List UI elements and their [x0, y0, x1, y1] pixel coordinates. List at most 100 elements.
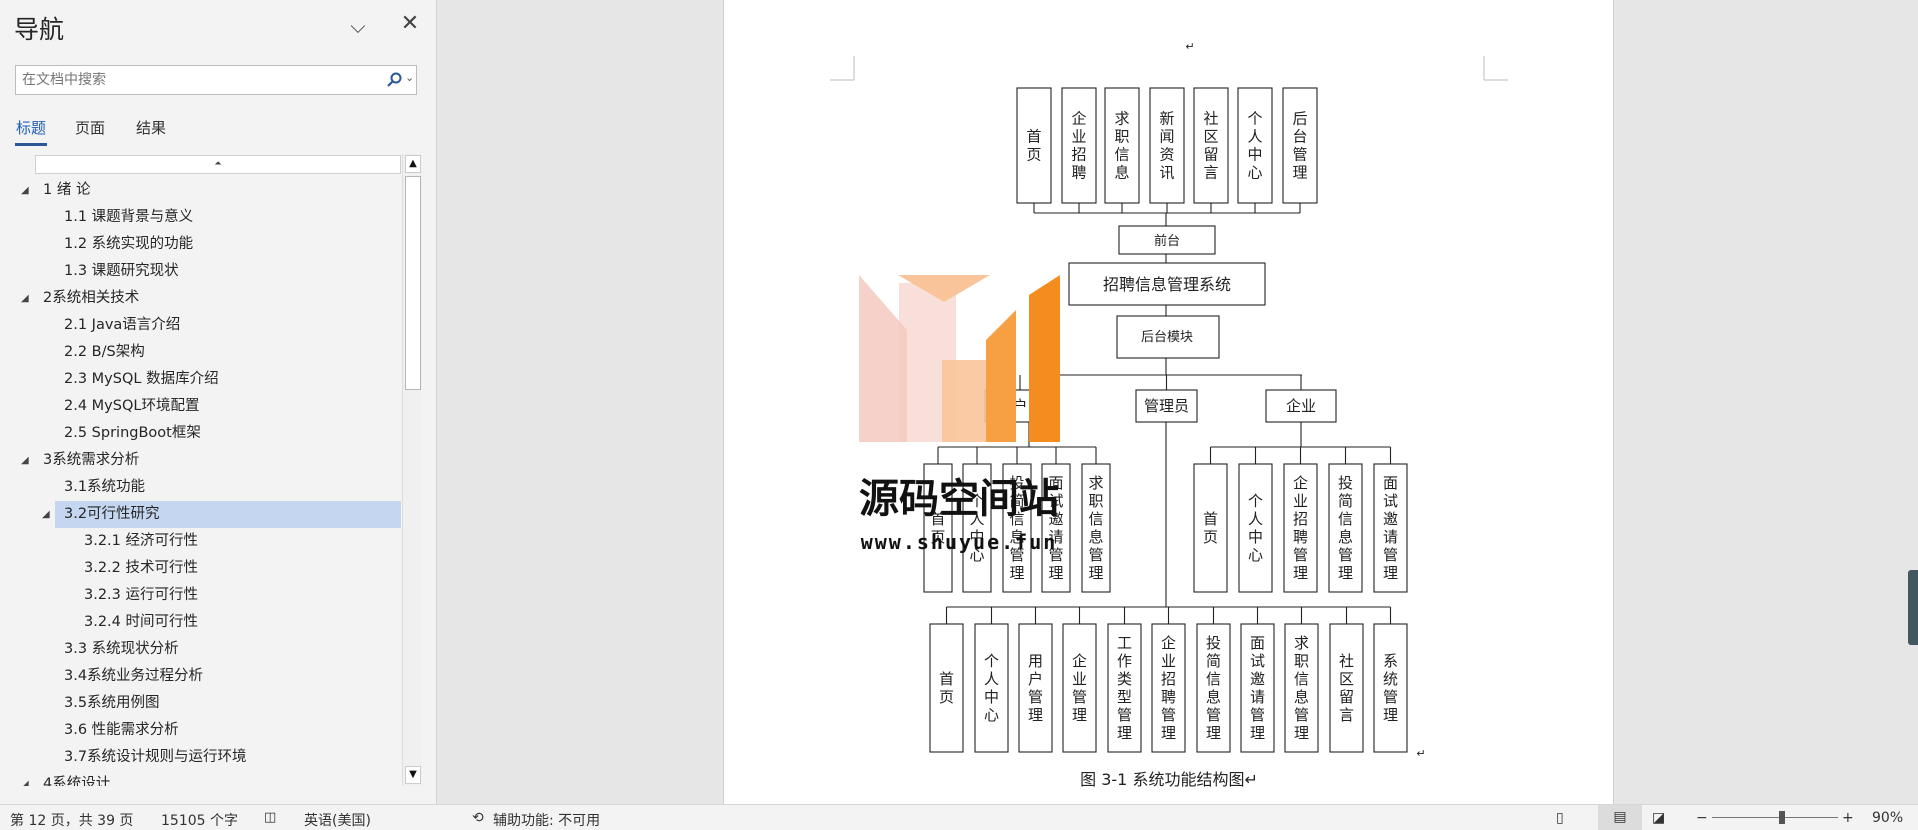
scroll-to-top-button[interactable]: ⏶ — [35, 155, 401, 174]
scroll-thumb[interactable] — [405, 176, 421, 390]
nav-heading-label: 1.1 课题背景与意义 — [64, 209, 194, 225]
nav-heading-item[interactable]: 2.3 MySQL 数据库介绍 — [15, 366, 401, 393]
nav-heading-item[interactable]: 1.3 课题研究现状 — [15, 258, 401, 285]
nav-heading-label: 3.3 系统现状分析 — [64, 641, 179, 657]
search-box[interactable]: ⌄ — [15, 65, 417, 95]
diagram-char: 管 — [1088, 546, 1103, 564]
nav-heading-item[interactable]: 3.6 性能需求分析 — [15, 717, 401, 744]
search-options-icon[interactable]: ⌄ — [405, 71, 415, 84]
proofing-icon[interactable]: ◫ — [264, 810, 277, 825]
word-count[interactable]: 15105 个字 — [161, 813, 238, 829]
diagram-char: 页 — [930, 528, 945, 546]
diagram-char: 个 — [1248, 492, 1263, 510]
diagram-char: 户 — [1028, 670, 1043, 688]
nav-heading-item[interactable]: 3.2.1 经济可行性 — [15, 528, 401, 555]
nav-heading-item[interactable]: 3.7系统设计规则与运行环境 — [15, 744, 401, 771]
nav-heading-item[interactable]: 3.3 系统现状分析 — [15, 636, 401, 663]
diagram-char: 管 — [1117, 706, 1132, 724]
diagram-char: 面 — [1048, 474, 1063, 492]
diagram-char: 个 — [984, 652, 999, 670]
admin-item-box — [929, 623, 964, 753]
nav-heading-item[interactable]: 3.2.2 技术可行性 — [15, 555, 401, 582]
print-layout-icon[interactable]: ▤ — [1598, 805, 1642, 830]
page-count[interactable]: 第 12 页，共 39 页 — [10, 813, 134, 829]
diagram-char: 信 — [1009, 510, 1024, 528]
nav-heading-item[interactable]: ◢ 2系统相关技术 — [15, 285, 401, 312]
nav-heading-item[interactable]: 3.5系统用例图 — [15, 690, 401, 717]
language[interactable]: 英语(美国) — [304, 813, 371, 829]
diagram-char: 中 — [984, 688, 999, 706]
nav-heading-item[interactable]: ◢3.2可行性研究 — [42, 501, 401, 528]
expand-collapse-icon[interactable]: ◢ — [21, 455, 29, 466]
nav-heading-item[interactable]: ◢3系统需求分析 — [15, 447, 401, 474]
diagram-char: 社 — [1339, 652, 1354, 670]
scroll-up-icon[interactable]: ▲ — [405, 155, 421, 173]
expand-collapse-icon[interactable]: ◢ — [21, 185, 29, 196]
nav-heading-item[interactable]: 2.2 B/S架构 — [15, 339, 401, 366]
nav-heading-item[interactable]: 1.1 课题背景与意义 — [15, 204, 401, 231]
diagram-char: 首 — [930, 510, 945, 528]
diagram-char: 理 — [1292, 164, 1307, 182]
accessibility-status[interactable]: 辅助功能: 不可用 — [493, 813, 601, 829]
diagram-char: 型 — [1117, 688, 1132, 706]
diagram-char: 理 — [1338, 564, 1353, 582]
zoom-in-icon[interactable]: + — [1842, 810, 1854, 826]
tab-headings[interactable]: 标题 — [16, 119, 47, 137]
scroll-down-icon[interactable]: ▼ — [405, 766, 421, 784]
nav-heading-item[interactable]: 2.1 Java语言介绍 — [15, 312, 401, 339]
expand-collapse-icon[interactable]: ◢ — [42, 509, 50, 520]
tab-results[interactable]: 结果 — [136, 119, 167, 137]
search-input[interactable] — [22, 69, 372, 91]
close-icon[interactable]: ✕ — [400, 11, 420, 36]
watermark-logo-shape — [859, 275, 907, 442]
diagram-char: 试 — [1048, 492, 1063, 510]
nav-heading-item[interactable]: 3.2.3 运行可行性 — [15, 582, 401, 609]
tab-pages[interactable]: 页面 — [75, 119, 106, 137]
nav-heading-label: 4系统设计 — [43, 776, 111, 786]
zoom-out-icon[interactable]: − — [1696, 810, 1708, 826]
zoom-slider[interactable] — [1712, 817, 1838, 818]
user-item-box — [1081, 463, 1111, 593]
web-layout-icon[interactable]: ◪ — [1652, 810, 1666, 826]
diagram-char: 资 — [1159, 146, 1174, 164]
search-icon[interactable] — [384, 71, 404, 89]
function-structure-diagram: ↵首页企业招聘求职信息新闻资讯社区留言个人中心后台管理前台招聘信息管理系统后台模… — [830, 40, 1508, 789]
diagram-char: 业 — [1293, 492, 1308, 510]
watermark-logo-shape — [1029, 275, 1060, 442]
admin-item-box — [1196, 623, 1231, 753]
diagram-char: 系 — [1383, 652, 1398, 670]
diagram-char: 首 — [1203, 510, 1218, 528]
diagram-char: 心 — [1247, 164, 1262, 182]
nav-heading-item[interactable]: ◢1 绪 论 — [15, 177, 401, 204]
nav-heading-item[interactable]: ◢ 4系统设计 — [15, 771, 401, 786]
nav-heading-item[interactable]: 3.4系统业务过程分析 — [15, 663, 401, 690]
nav-heading-item[interactable]: 3.1系统功能 — [15, 474, 401, 501]
backend-label: 后台模块 — [1141, 330, 1193, 345]
nav-heading-item[interactable]: 2.5 SpringBoot框架 — [15, 420, 401, 447]
user-item-box — [1002, 463, 1032, 593]
zoom-level[interactable]: 90% — [1872, 810, 1904, 826]
read-mode-icon[interactable]: ▯ — [1556, 810, 1564, 826]
status-bar: 第 12 页，共 39 页 15105 个字 ◫ 英语(美国) ⟲ 辅助功能: … — [0, 804, 1918, 830]
diagram-char: 管 — [1250, 706, 1265, 724]
side-panel-handle[interactable] — [1908, 570, 1918, 645]
diagram-char: 理 — [1088, 564, 1103, 582]
expand-collapse-icon[interactable]: ◢ — [21, 293, 29, 304]
watermark-url: www.shuyue.fun — [861, 530, 1058, 554]
diagram-char: 管 — [1161, 706, 1176, 724]
zoom-slider-thumb[interactable] — [1778, 811, 1785, 824]
chevron-down-icon[interactable]: ⌵ — [350, 14, 366, 38]
nav-scrollbar[interactable]: ▲ ▼ — [402, 154, 422, 786]
expand-collapse-icon[interactable]: ◢ — [21, 779, 29, 786]
diagram-char: 企 — [1293, 474, 1308, 492]
nav-heading-label: 3.1系统功能 — [64, 479, 146, 495]
nav-heading-label: 3.2.3 运行可行性 — [84, 587, 199, 603]
nav-heading-item[interactable]: 2.4 MySQL环境配置 — [15, 393, 401, 420]
nav-heading-label: 2.5 SpringBoot框架 — [64, 425, 201, 441]
nav-heading-item[interactable]: 3.2.4 时间可行性 — [15, 609, 401, 636]
diagram-char: 管 — [1383, 688, 1398, 706]
nav-heading-item[interactable]: 1.2 系统实现的功能 — [15, 231, 401, 258]
nav-heading-label: 3.2.2 技术可行性 — [84, 560, 199, 576]
nav-heading-label: 2系统相关技术 — [43, 290, 140, 306]
admin-item-box — [1018, 623, 1053, 753]
